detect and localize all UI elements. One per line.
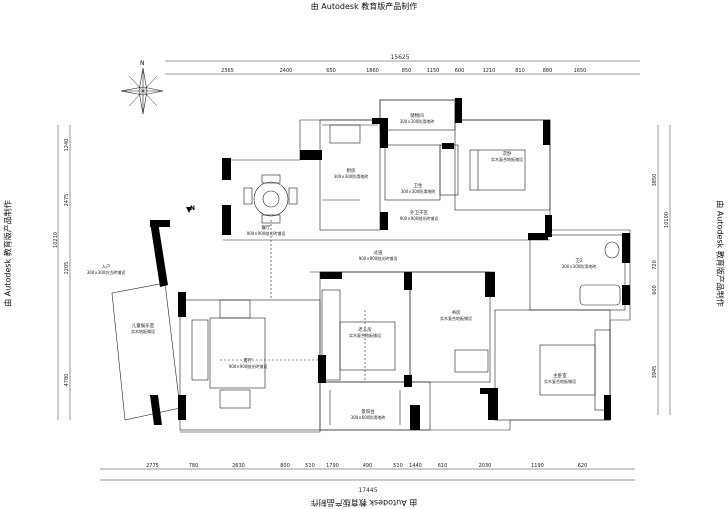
room-name: 主卧室 [553, 372, 567, 379]
room-floor-finish: 900×900抛光砖铺设 [247, 230, 286, 236]
room-name: 餐厅 [262, 224, 271, 231]
dim-bottom-label: 800 [280, 463, 290, 469]
dim-bottom-label: 610 [438, 463, 448, 469]
dim-top-label: 1150 [427, 68, 440, 74]
room-name: 卫生 [414, 182, 423, 189]
dim-left-label: 2205 [64, 262, 70, 275]
room-name: 客厅 [244, 357, 253, 364]
room-floor-finish: 300×300防滑地砖 [401, 188, 436, 194]
dim-top-label: 2365 [221, 68, 234, 74]
dim-top-label: 2400 [280, 68, 293, 74]
left-dimension-labels: 1240 2475 2205 10210 4780 [53, 139, 70, 387]
room-floor-finish: 300×300防滑地砖 [400, 118, 435, 124]
dim-right-label: 10100 [664, 212, 670, 228]
watermark-top: 由 Autodesk 教育版产品制作 [310, 2, 418, 11]
room-labels: 储物间300×300防滑地砖次卧实木复合地板铺设厨房300×300防滑地砖卫生3… [87, 112, 597, 420]
dim-right-label: 3945 [652, 366, 658, 379]
room-name: 外卫干区 [410, 209, 428, 216]
bottom-dimension-chain [100, 468, 635, 481]
dim-top-total: 15625 [390, 54, 409, 61]
room-name: 次卧 [503, 150, 512, 157]
room-name: 储物间 [410, 112, 424, 119]
dim-right-label: 3850 [652, 174, 658, 187]
room-floor-finish: 实木复合地板铺设 [349, 332, 381, 338]
room-name: 过道 [374, 249, 383, 256]
dim-bottom-label: 620 [578, 463, 588, 469]
room-floor-finish: 300×600防滑地砖 [351, 414, 386, 420]
dim-bottom-label: 510 [393, 463, 403, 469]
room-floor-finish: 900×900抛光砖铺设 [229, 363, 268, 369]
room-name: 书房 [452, 309, 461, 316]
right-dimension-labels: 3850 10100 720 600 3945 [652, 174, 670, 379]
dim-left-label: 1240 [64, 139, 70, 152]
top-dimension-chain [165, 60, 640, 75]
walls [150, 98, 630, 430]
dim-right-label: 600 [652, 285, 658, 295]
dim-top-label: 1650 [574, 68, 587, 74]
room-name: 景阳台 [361, 408, 375, 415]
dim-top-label: 810 [515, 68, 525, 74]
dim-bottom-label: 510 [305, 463, 315, 469]
room-floor-finish: 300×300仿古砖铺设 [87, 269, 126, 275]
dim-left-label: 4780 [64, 374, 70, 387]
room-name: 儿童娱乐室 [132, 322, 155, 329]
room-floor-finish: 900×900抛光砖铺设 [400, 215, 439, 221]
room-floor-finish: 实木复合地板铺设 [544, 378, 576, 384]
dim-top-label: 880 [543, 68, 553, 74]
svg-text:N: N [190, 205, 195, 212]
room-name: 入户 [102, 263, 111, 270]
dim-left-label: 2475 [64, 194, 70, 207]
right-dimension-chain [657, 125, 671, 415]
dim-top-label: 1860 [366, 68, 379, 74]
dim-bottom-label: 2775 [146, 463, 159, 469]
dim-bottom-label: 1190 [531, 463, 544, 469]
room-floor-finish: 实木复合地板铺设 [491, 156, 523, 162]
dim-bottom-label: 490 [363, 463, 373, 469]
room-name: 老人房 [358, 326, 372, 333]
dim-bottom-label: 2630 [232, 463, 245, 469]
dim-bottom-label: 2030 [479, 463, 492, 469]
dim-right-label: 720 [652, 260, 658, 270]
dim-top-label: 1210 [483, 68, 496, 74]
dim-left-label: 10210 [53, 232, 59, 248]
room-floor-finish: 300×300防滑地砖 [562, 263, 597, 269]
dim-bottom-label: 1790 [326, 463, 339, 469]
room-floor-finish: 实木复合地板铺设 [440, 315, 472, 321]
room-name: 卫2 [575, 258, 582, 264]
dim-bottom-label: 780 [189, 463, 199, 469]
bottom-dimension-labels: 2775 780 2630 800 510 1790 490 510 1440 610 2030 11… [146, 463, 587, 469]
north-label: N [140, 60, 145, 67]
dim-top-label: 850 [402, 68, 412, 74]
room-floor-finish: 900×900抛光砖铺设 [359, 255, 398, 261]
dim-top-label: 650 [326, 68, 336, 74]
dim-bottom-total: 17445 [358, 487, 377, 494]
top-dimension-labels: 2365 2400 650 1860 850 1150 600 1210 810 880 1650 [221, 68, 586, 74]
north-arrow-icon: N [120, 60, 164, 115]
dim-top-label: 600 [455, 68, 465, 74]
dim-bottom-label: 1440 [409, 463, 422, 469]
room-floor-finish: 300×300防滑地砖 [334, 173, 369, 179]
entrance-arrow-icon: N [186, 205, 195, 213]
room-name: 厨房 [347, 167, 356, 174]
room-floor-finish: 实木地板铺设 [131, 328, 155, 334]
left-dimension-chain [57, 125, 71, 420]
